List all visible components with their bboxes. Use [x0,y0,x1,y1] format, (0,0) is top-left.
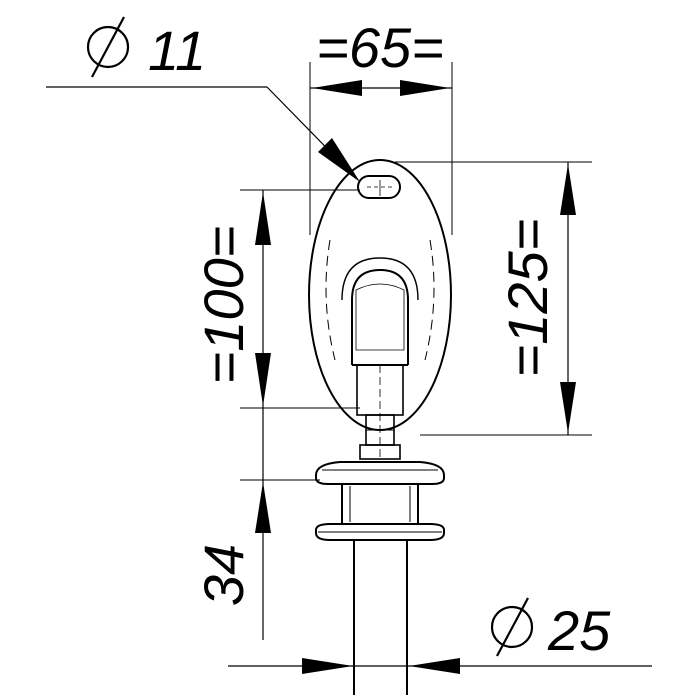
flange-height-dimension [395,161,592,436]
flange-height-value: =125= [496,219,559,378]
leader-arrowhead [318,138,360,182]
diameter-symbol-icon [86,16,130,78]
pipe-diameter-dimension [228,658,652,674]
diameter-25-label: 25 [490,597,611,662]
pipe-length-value: 34 [192,544,255,606]
diameter-symbol-icon [490,597,534,657]
hole-spacing-value: =100= [192,226,255,385]
flange-width-value: =65= [316,16,444,79]
mounting-hole-icon [357,175,401,199]
width-dimension [309,62,453,235]
hole-leader-line [46,86,360,182]
hole-diameter-value: 11 [148,19,206,82]
straight-pipe [353,540,408,695]
diameter-11-label: 11 [86,16,206,82]
pipe-diameter-value: 25 [547,599,611,662]
pipe-length-dimension [240,408,320,640]
cover-rosette [315,461,445,541]
pipe-elbow [341,257,419,366]
pipe-stem [356,364,404,460]
